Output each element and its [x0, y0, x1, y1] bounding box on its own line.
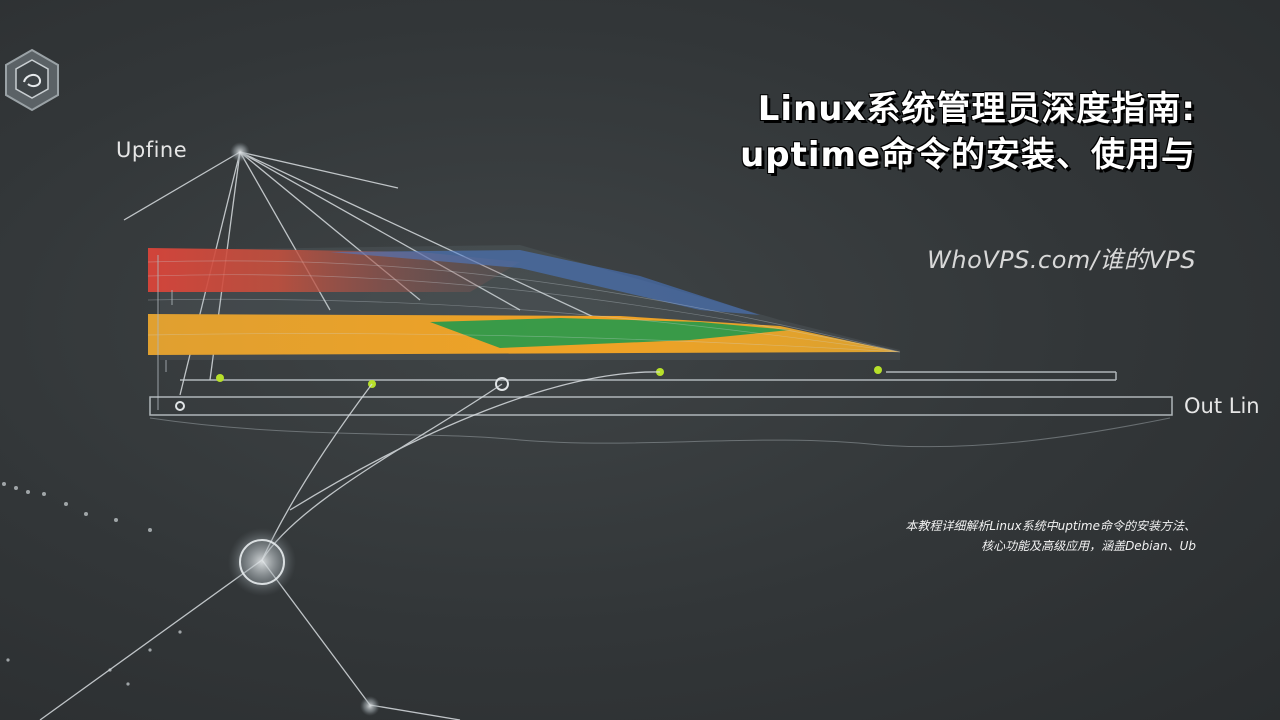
title-line-1: Linux系统管理员深度指南: — [757, 89, 1196, 129]
cube-shield-icon — [5, 48, 59, 112]
left-ticks — [157, 255, 173, 410]
description-line-2: 核心功能及高级应用，涵盖Debian、Ub — [981, 539, 1196, 553]
rail-nodes — [175, 366, 882, 411]
title-line-2: uptime命令的安装、使用与 — [740, 135, 1196, 175]
dot-trails — [2, 482, 182, 686]
top-node — [230, 142, 250, 162]
mesh-lines — [147, 260, 901, 353]
out-line-label: Out Lin — [1184, 394, 1260, 418]
wire-lower — [39, 371, 661, 720]
green-band — [430, 318, 790, 348]
description-line-1: 本教程详细解析Linux系统中uptime命令的安装方法、 — [905, 519, 1196, 533]
description: 本教程详细解析Linux系统中uptime命令的安装方法、 核心功能及高级应用，… — [905, 516, 1196, 556]
hub-node — [228, 528, 296, 596]
page-title: Linux系统管理员深度指南: uptime命令的安装、使用与 — [740, 86, 1196, 178]
shadow-wave — [149, 417, 1171, 448]
blue-band — [330, 250, 760, 315]
site-name: WhoVPS.com/谁的VPS — [927, 246, 1196, 274]
rails — [149, 371, 1173, 416]
uptime-label: Upfine — [116, 138, 188, 162]
